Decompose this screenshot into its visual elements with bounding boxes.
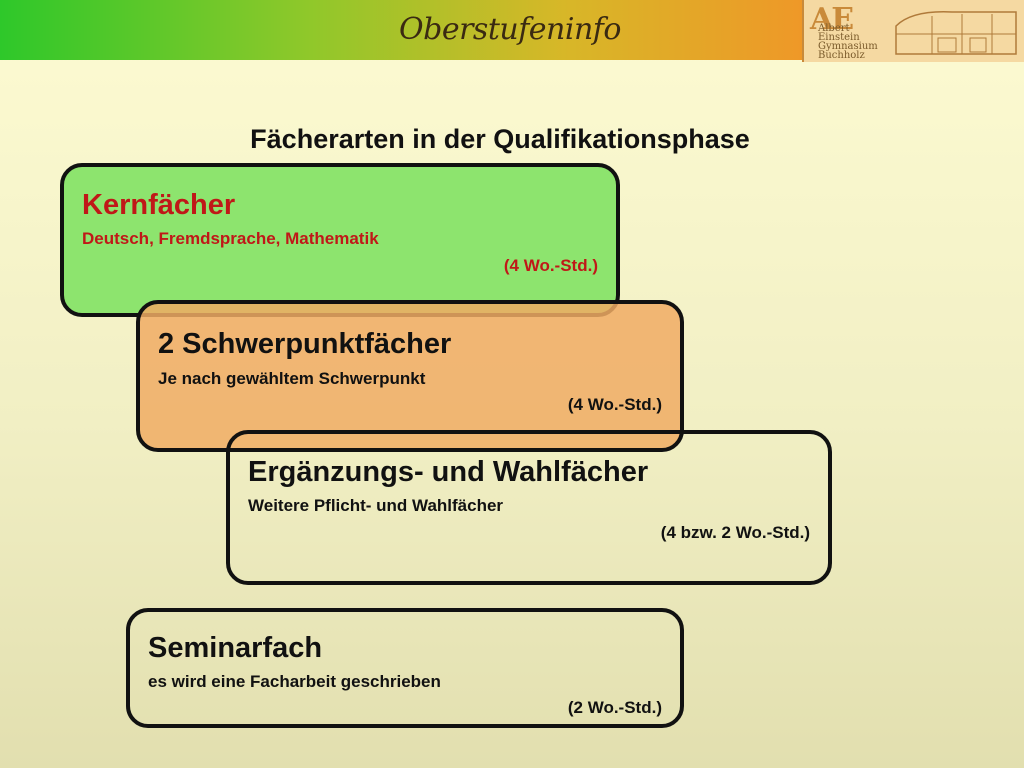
box-hours: (2 Wo.-Std.) bbox=[567, 698, 662, 717]
header-bar: Oberstufeninfo AE Albert Einstein Gymnas… bbox=[0, 0, 1024, 62]
school-logo: AE Albert Einstein Gymnasium Buchholz bbox=[802, 0, 1024, 62]
box-hours: (4 Wo.-Std.) bbox=[503, 256, 598, 275]
logo-letters: AE bbox=[810, 2, 854, 37]
box-seminarfach: Seminarfach es wird eine Facharbeit gesc… bbox=[126, 608, 684, 728]
box-subtitle: Weitere Pflicht- und Wahlfächer bbox=[248, 496, 504, 515]
box-heading: Ergänzungs- und Wahlfächer bbox=[248, 456, 649, 488]
box-subtitle: Je nach gewähltem Schwerpunkt bbox=[158, 369, 426, 388]
box-subtitle: es wird eine Facharbeit geschrieben bbox=[148, 672, 441, 691]
box-ergaenzungsfaecher: Ergänzungs- und Wahlfächer Weitere Pflic… bbox=[226, 430, 832, 585]
logo-line: Albert bbox=[818, 23, 850, 34]
box-heading: Seminarfach bbox=[148, 632, 323, 664]
box-schwerpunktfaecher: 2 Schwerpunktfächer Je nach gewähltem Sc… bbox=[136, 300, 684, 452]
box-kernfaecher: Kernfächer Deutsch, Fremdsprache, Mathem… bbox=[60, 163, 620, 317]
box-subtitle: Deutsch, Fremdsprache, Mathematik bbox=[82, 229, 379, 248]
logo-text: Albert Einstein Gymnasium Buchholz bbox=[818, 23, 878, 61]
page-title: Fächerarten in der Qualifikationsphase bbox=[250, 124, 750, 154]
box-heading: Kernfächer bbox=[82, 189, 236, 221]
logo-line: Gymnasium bbox=[818, 41, 878, 52]
school-building-icon bbox=[895, 11, 1017, 55]
box-hours: (4 Wo.-Std.) bbox=[567, 395, 662, 414]
logo-line: Buchholz bbox=[818, 50, 865, 61]
logo-line: Einstein bbox=[818, 32, 860, 43]
slide-header-title: Oberstufeninfo bbox=[399, 12, 621, 47]
box-hours: (4 bzw. 2 Wo.-Std.) bbox=[660, 523, 810, 542]
box-heading: 2 Schwerpunktfächer bbox=[158, 328, 452, 360]
